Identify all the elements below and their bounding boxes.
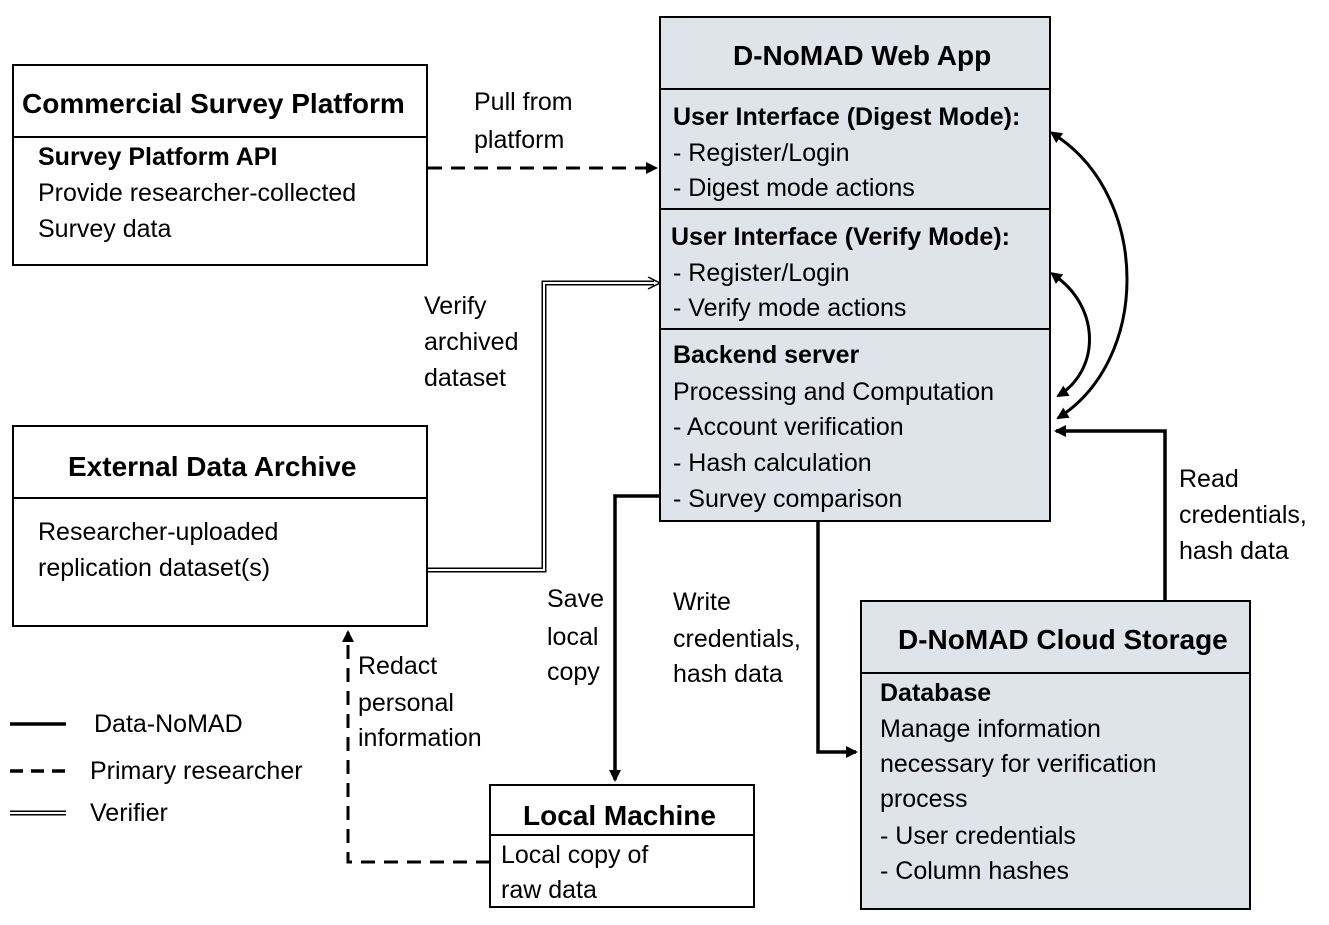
digest-item-1: - Register/Login [673, 139, 850, 167]
database-title: Database [880, 679, 992, 707]
local-line-1: Local copy of [501, 841, 649, 869]
api-line-2: Survey data [38, 215, 172, 243]
db-item-2: - Column hashes [880, 857, 1069, 885]
api-line-1: Provide researcher-collected [38, 179, 357, 207]
digest-backend-arrow [1049, 131, 1129, 420]
backend-item-2: - Hash calculation [673, 449, 872, 477]
digest-section: User Interface (Digest Mode): - Register… [661, 88, 1049, 210]
pull-label-2: platform [474, 126, 565, 154]
redact-label-2: personal [358, 689, 454, 717]
digest-title: User Interface (Digest Mode): [673, 103, 1021, 131]
archive-section: Researcher-uploaded replication dataset(… [14, 497, 426, 625]
local-title: Local Machine [523, 800, 716, 831]
archive-title: External Data Archive [68, 451, 357, 482]
save-arrow [609, 494, 660, 782]
read-arrow [1054, 425, 1167, 600]
verify-label-1: Verify [424, 292, 487, 320]
local-section: Local copy of raw data [491, 834, 753, 906]
commercial-survey-platform-box: Commercial Survey Platform Survey Platfo… [12, 64, 428, 266]
verify-label-3: dataset [424, 364, 507, 392]
write-label-1: Write [673, 588, 731, 616]
db-line-3: process [880, 785, 968, 813]
commercial-title: Commercial Survey Platform [22, 88, 405, 119]
backend-line-1: Processing and Computation [673, 378, 995, 406]
local-line-2: raw data [501, 876, 597, 904]
webapp-box: D-NoMAD Web App User Interface (Digest M… [659, 16, 1051, 522]
read-label-3: hash data [1179, 537, 1289, 565]
save-label-2: local [547, 623, 599, 651]
local-machine-box: Local Machine Local copy of raw data [489, 784, 755, 908]
cloud-title: D-NoMAD Cloud Storage [898, 624, 1228, 655]
write-arrow [816, 522, 858, 758]
verify-title: User Interface (Verify Mode): [671, 223, 1010, 251]
digest-item-2: - Digest mode actions [673, 174, 915, 202]
webapp-title: D-NoMAD Web App [733, 40, 992, 71]
redact-label-1: Redact [358, 652, 438, 680]
write-label-2: credentials, [673, 625, 801, 653]
redact-arrow [342, 630, 490, 864]
backend-section: Backend server Processing and Computatio… [661, 328, 1049, 520]
backend-item-3: - Survey comparison [673, 485, 903, 513]
archive-line-1: Researcher-uploaded [38, 518, 279, 546]
verify-section: User Interface (Verify Mode): - Register… [661, 208, 1049, 330]
save-label-1: Save [547, 585, 604, 613]
cloud-storage-box: D-NoMAD Cloud Storage Database Manage in… [860, 600, 1251, 910]
verify-item-1: - Register/Login [673, 259, 850, 287]
read-label-2: credentials, [1179, 501, 1307, 529]
legend-solid-label: Data-NoMAD [94, 710, 243, 738]
backend-title: Backend server [673, 341, 860, 369]
db-line-2: necessary for verification [880, 750, 1157, 778]
archive-line-2: replication dataset(s) [38, 554, 271, 582]
write-label-3: hash data [673, 660, 783, 688]
verify-item-2: - Verify mode actions [673, 294, 907, 322]
legend-double-label: Verifier [90, 799, 168, 827]
external-archive-box: External Data Archive Researcher-uploade… [12, 425, 428, 627]
verify-label-2: archived [424, 328, 519, 356]
database-section: Database Manage information necessary fo… [862, 672, 1249, 908]
db-item-1: - User credentials [880, 822, 1076, 850]
commercial-api-section: Survey Platform API Provide researcher-c… [14, 136, 426, 264]
pull-label-1: Pull from [474, 88, 573, 116]
redact-label-3: information [358, 724, 482, 752]
db-line-1: Manage information [880, 715, 1101, 743]
legend-dashed-label: Primary researcher [90, 757, 303, 785]
api-title: Survey Platform API [38, 143, 278, 171]
verify-backend-arrow [1050, 271, 1091, 398]
backend-item-1: - Account verification [673, 413, 904, 441]
read-label-1: Read [1179, 465, 1239, 493]
save-label-3: copy [547, 658, 600, 686]
